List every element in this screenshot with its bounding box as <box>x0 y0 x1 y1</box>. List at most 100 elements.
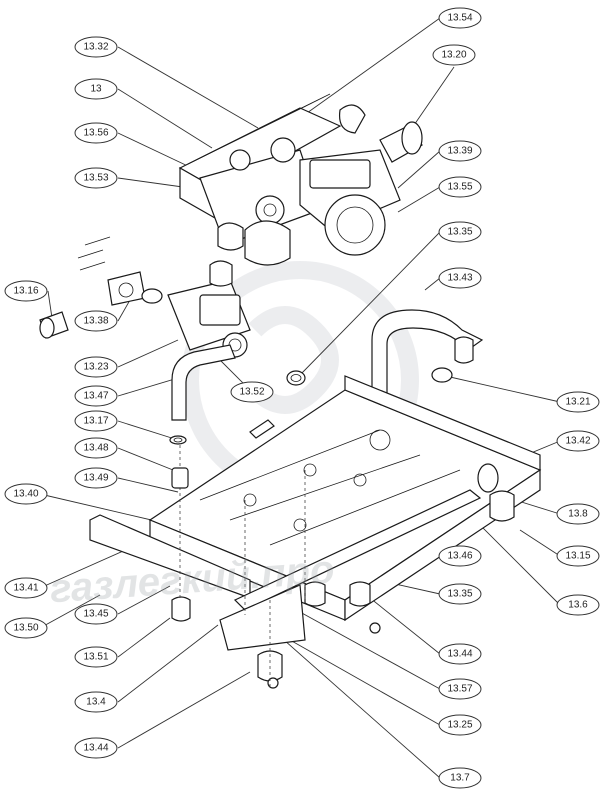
callout-13.39: 13.39 <box>438 140 482 162</box>
part-fittings-bottom <box>171 445 515 690</box>
callout-13.47: 13.47 <box>74 385 118 407</box>
callout-bubble <box>556 545 600 567</box>
callout-13.32: 13.32 <box>74 36 118 58</box>
callout-label: 13.49 <box>83 473 108 484</box>
callout-bubble <box>432 44 476 66</box>
callout-label: 13.53 <box>83 173 108 184</box>
callout-bubble <box>74 646 118 668</box>
callout-13.38: 13.38 <box>74 310 118 332</box>
callout-bubble <box>74 467 118 489</box>
callout-13.35a: 13.35 <box>438 221 482 243</box>
callout-bubble <box>438 176 482 198</box>
callout-13.48: 13.48 <box>74 437 118 459</box>
callout-13.20: 13.20 <box>432 44 476 66</box>
callout-bubble <box>556 503 600 525</box>
callout-bubble <box>438 545 482 567</box>
callout-13.35b: 13.35 <box>438 583 482 605</box>
callout-label: 13.15 <box>565 551 590 562</box>
callout-label: 13.56 <box>83 128 108 139</box>
callout-label: 13.43 <box>447 273 472 284</box>
callout-bubble <box>438 643 482 665</box>
callout-bubble <box>438 678 482 700</box>
part-connection-bar <box>219 489 482 651</box>
callout-label: 13.57 <box>447 684 472 695</box>
part-gas-pipe <box>169 344 236 445</box>
callout-13: 13 <box>74 78 118 100</box>
callout-13.50: 13.50 <box>4 617 48 639</box>
part-return-pipe <box>371 309 484 401</box>
callout-label: 13.55 <box>447 182 472 193</box>
callout-13.44a: 13.44 <box>438 643 482 665</box>
callout-bubble <box>74 310 118 332</box>
callout-bubble <box>74 167 118 189</box>
callout-13.55: 13.55 <box>438 176 482 198</box>
callout-label: 13.41 <box>13 583 38 594</box>
callout-label: 13.38 <box>83 316 108 327</box>
callout-label: 13.32 <box>83 42 108 53</box>
callout-label: 13.8 <box>568 509 588 520</box>
callout-13.54: 13.54 <box>438 7 482 29</box>
callout-bubble <box>438 767 482 789</box>
callout-bubble <box>4 577 48 599</box>
callout-bubble <box>438 221 482 243</box>
part-small-bracket-13-48 <box>171 419 275 489</box>
callout-label: 13.40 <box>13 489 38 500</box>
callout-13.17: 13.17 <box>74 410 118 432</box>
callout-13.7: 13.7 <box>438 767 482 789</box>
callout-bubble <box>556 430 600 452</box>
callout-13.52: 13.52 <box>230 381 274 403</box>
callout-bubble <box>556 391 600 413</box>
callout-label: 13.6 <box>568 600 588 611</box>
part-pump <box>299 149 401 256</box>
callout-bubble <box>438 583 482 605</box>
callout-13.15: 13.15 <box>556 545 600 567</box>
callout-label: 13.25 <box>447 720 472 731</box>
callout-13.23: 13.23 <box>74 356 118 378</box>
callout-bubble <box>74 78 118 100</box>
leader-lines <box>39 17 561 779</box>
callout-bubble <box>438 714 482 736</box>
callout-13.53: 13.53 <box>74 167 118 189</box>
callout-label: 13.47 <box>83 391 108 402</box>
part-air-vent <box>338 104 423 163</box>
part-gas-valve <box>167 260 251 358</box>
callout-label: 13.44 <box>447 649 472 660</box>
callout-label: 13.21 <box>565 397 590 408</box>
part-hydraulic-block <box>199 137 321 266</box>
callout-bubble <box>4 280 48 302</box>
part-flange-and-screws <box>77 236 163 306</box>
part-washer-13-35 <box>286 370 306 386</box>
callout-label: 13.39 <box>447 146 472 157</box>
callout-label: 13.23 <box>83 362 108 373</box>
callout-13.56: 13.56 <box>74 122 118 144</box>
callout-13.42: 13.42 <box>556 430 600 452</box>
callout-bubble <box>74 603 118 625</box>
callout-13.41: 13.41 <box>4 577 48 599</box>
callout-bubble <box>74 356 118 378</box>
callout-13.51: 13.51 <box>74 646 118 668</box>
callout-13.16: 13.16 <box>4 280 48 302</box>
callout-bubble <box>74 437 118 459</box>
callout-bubble <box>74 385 118 407</box>
callout-label: 13.20 <box>441 50 466 61</box>
callout-bubble <box>74 122 118 144</box>
callout-label: 13.4 <box>86 697 106 708</box>
callout-bubble <box>230 381 274 403</box>
callout-13.6: 13.6 <box>556 594 600 616</box>
callout-bubble <box>4 483 48 505</box>
callout-label: 13.44 <box>83 743 108 754</box>
callout-bubble <box>438 140 482 162</box>
callout-label: 13.45 <box>83 609 108 620</box>
callout-label: 13.54 <box>447 13 472 24</box>
callout-label: 13.35 <box>447 589 472 600</box>
callout-label: 13.42 <box>565 436 590 447</box>
callout-label: 13.7 <box>450 773 470 784</box>
callout-bubble <box>74 691 118 713</box>
callout-label: 13.35 <box>447 227 472 238</box>
callout-13.46: 13.46 <box>438 545 482 567</box>
callout-13.40: 13.40 <box>4 483 48 505</box>
callout-13.21: 13.21 <box>556 391 600 413</box>
callout-13.45: 13.45 <box>74 603 118 625</box>
callout-13.25: 13.25 <box>438 714 482 736</box>
